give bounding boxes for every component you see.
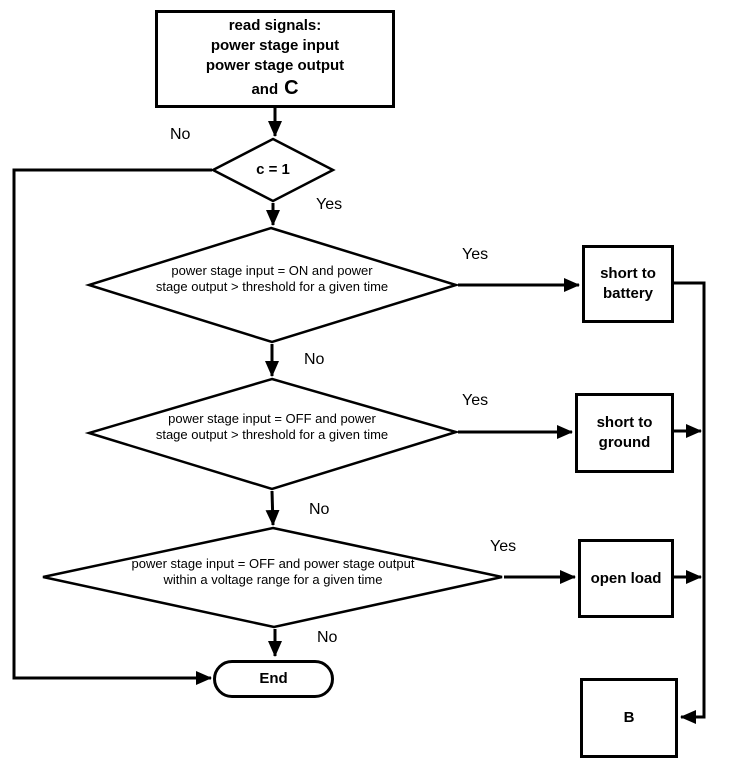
branch-label-yes-2: Yes [462,246,489,263]
connector-b-box: B [580,678,678,758]
branch-label-yes-1: Yes [316,196,343,213]
branch-label-yes-4: Yes [490,538,517,555]
decision-short-to-battery-text: power stage input = ON and power stage o… [122,263,422,294]
outcome-short-to-battery-box: short to battery [582,245,674,323]
start-box-c-variable: C [284,77,299,99]
short-to-ground-line2: ground [598,434,651,451]
outcome-short-to-ground-box: short to ground [575,393,674,473]
end-node: End [213,660,334,698]
branch-label-yes-3: Yes [462,392,489,409]
decision-open-load-text: power stage input = OFF and power stage … [83,556,463,587]
short-to-battery-line2: battery [602,285,654,302]
start-box-line1: read signals: [228,17,322,34]
decision-open-load-shape [42,526,503,629]
connector-b-label: B [623,709,635,726]
edge-c1-no-to-end [12,168,212,685]
decision-short-to-ground-line2: stage output > threshold for a given tim… [155,426,389,442]
edge-check2-no-to-check3 [265,490,280,526]
decision-open-load-line2: within a voltage range for a given time [163,571,383,587]
decision-short-to-ground-text: power stage input = OFF and power stage … [122,411,422,442]
decision-short-to-ground-line1: power stage input = OFF and power [168,411,376,426]
branch-label-no-4: No [317,629,338,646]
decision-short-to-battery-shape [84,226,461,344]
branch-label-no-1: No [170,126,191,143]
decision-short-to-battery-line2: stage output > threshold for a given tim… [155,278,389,294]
decision-short-to-ground-shape [84,377,461,491]
decision-c-equals-1-label: c = 1 [256,161,290,178]
end-node-label: End [259,670,288,687]
start-box-read-signals: read signals: power stage input power st… [155,10,395,108]
start-box-line3: power stage output [205,57,345,74]
short-to-ground-line1: short to [596,414,653,431]
decision-short-to-battery-line1: power stage input = ON and power [171,263,373,278]
branch-label-no-3: No [309,501,330,518]
start-box-and-text: and [251,81,279,98]
start-box-line2: power stage input [210,37,340,54]
outcome-open-load-box: open load [578,539,674,618]
edge-outcomes-to-connector-b [673,281,706,724]
decision-c-equals-1-shape [210,137,336,203]
decision-open-load-line1: power stage input = OFF and power stage … [131,556,415,571]
branch-label-no-2: No [304,351,325,368]
start-box-line4: and C [251,76,298,102]
short-to-battery-line1: short to [600,265,656,282]
open-load-label: open load [590,569,662,587]
